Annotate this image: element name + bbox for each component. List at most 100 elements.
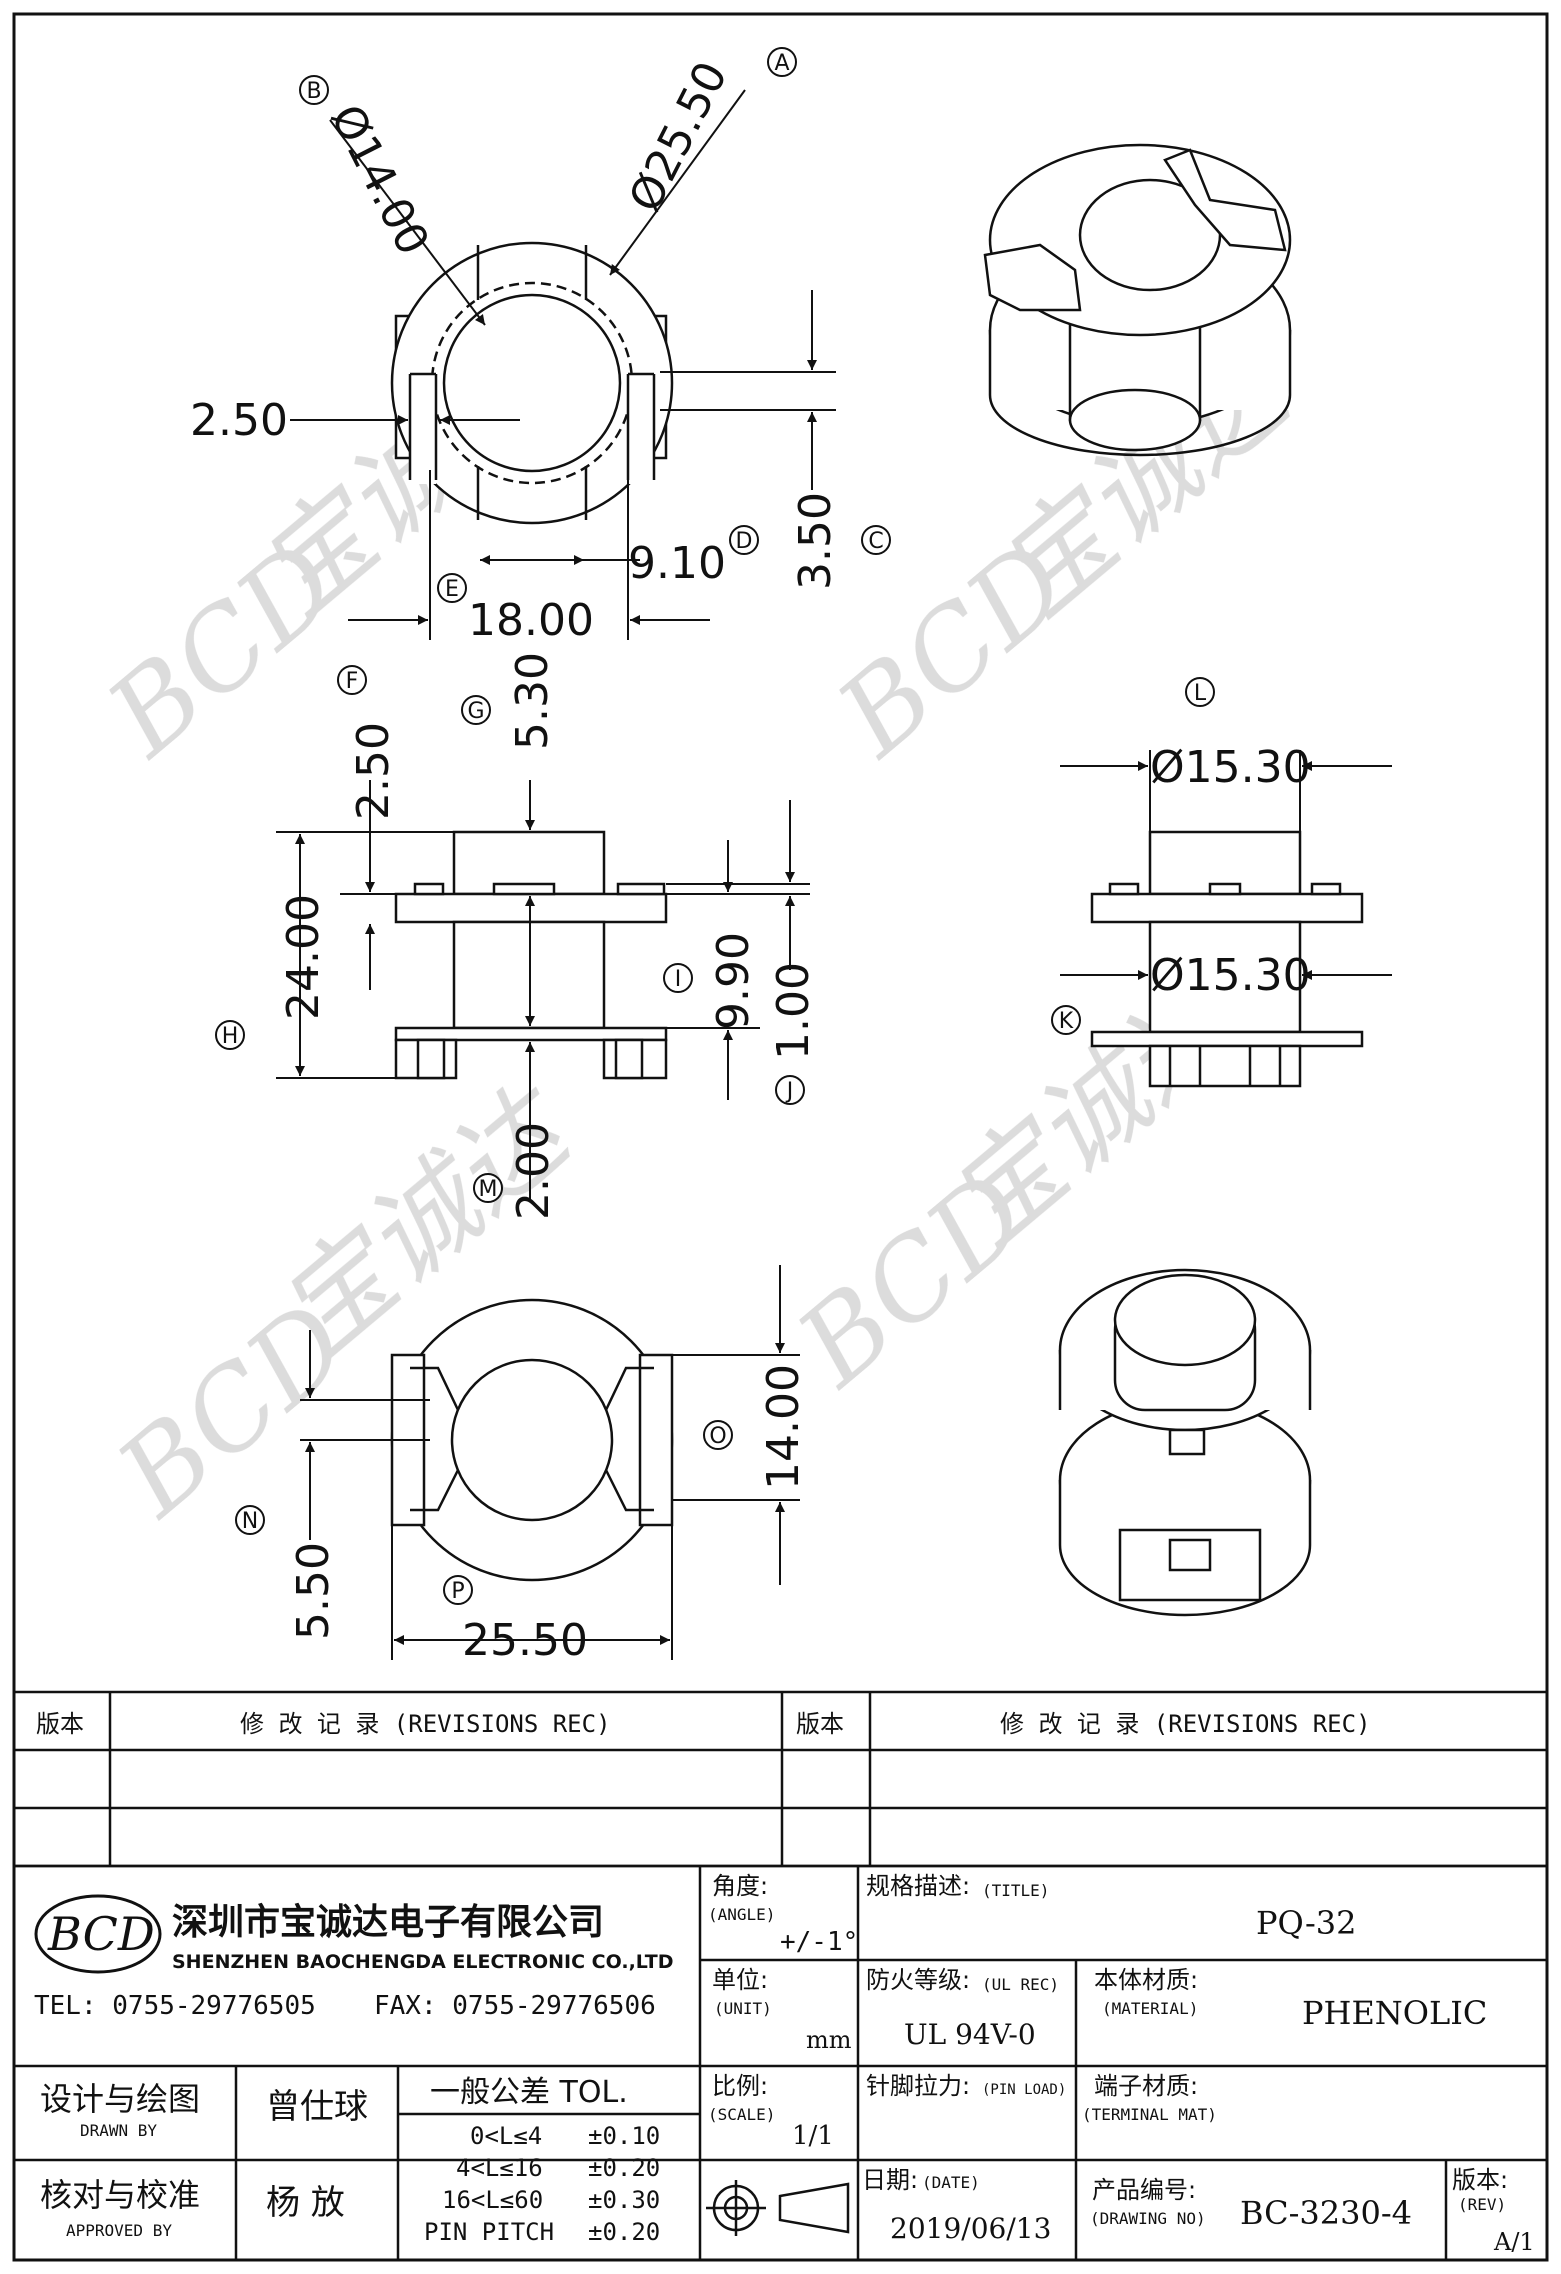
dim-c-text: 3.50 [790,492,841,590]
ref-f: F [346,669,359,694]
ref-k: K [1059,1009,1074,1034]
dim-n-text: 5.50 [288,1542,339,1640]
side-view-dimensions [1060,750,1392,980]
ref-c: C [868,529,883,554]
ref-g: G [467,699,484,724]
pinload-label-en: (PIN LOAD) [982,2082,1066,2098]
reference-markers [215,47,1215,1605]
dim-k-text: Ø15.30 [1150,950,1311,1001]
ref-p: P [451,1579,464,1604]
angle-label: 角度: [712,1872,768,1900]
dim-h-text: 24.00 [278,894,329,1020]
ref-h: H [222,1024,239,1049]
bottom-view [390,1298,674,1582]
side-view [1090,830,1364,1088]
title-label-en: (TITLE) [982,1881,1049,1900]
date-label: 日期: [862,2166,918,2194]
tol-range: 0<L≤4 [470,2122,542,2150]
dim-p-text: 25.50 [462,1615,588,1666]
unit-value: mm [806,2026,852,2054]
approved-name: 杨 放 [266,2183,345,2223]
tol-value: ±0.10 [588,2122,660,2150]
dim-o-text: 14.00 [758,1364,809,1490]
iso-view-bottom [1058,1268,1312,1617]
angle-value: +/-1° [780,1927,858,1957]
company-logo: BCD [34,1894,162,1974]
rev-label: 版本: [1452,2166,1508,2194]
dim-a-text: Ø25.50 [619,54,737,220]
ref-a: A [774,51,789,76]
ul-label: 防火等级: [866,1966,970,1994]
ref-n: N [242,1509,258,1534]
drawing-no-value: BC-3230-4 [1240,2194,1412,2232]
tol-value: ±0.20 [588,2154,660,2182]
company-name-en: SHENZHEN BAOCHENGDA ELECTRONIC CO.,LTD [172,1951,673,1973]
top-view-dimensions [290,89,836,640]
ref-m: M [479,1177,498,1202]
ref-d: D [736,529,753,554]
dim-e-text: 18.00 [468,595,594,646]
dim-j-text: 1.00 [768,962,819,1060]
rev-value: A/1 [1493,2228,1535,2256]
tol-value: ±0.20 [588,2218,660,2246]
title-block-grid [12,1864,1549,2262]
tolerance-title: 一般公差 TOL. [430,2075,628,2110]
title-value: PQ-32 [1256,1904,1356,1942]
ref-o: O [709,1424,726,1449]
tol-value: ±0.30 [588,2186,660,2214]
projection-symbol [706,2180,850,2236]
rev-record-header: 修 改 记 录 (REVISIONS REC) [1000,1710,1371,1738]
dim-left-text: 2.50 [190,395,288,446]
unit-label-en: (UNIT) [714,1999,772,2018]
company-fax: FAX: 0755-29776506 [374,1991,656,2021]
tol-range: 4<L≤16 [456,2154,543,2182]
rev-record-header: 修 改 记 录 (REVISIONS REC) [240,1710,611,1738]
scale-value: 1/1 [792,2121,834,2151]
top-view [390,241,674,525]
approved-label: 核对与校准 [40,2176,200,2214]
ul-value: UL 94V-0 [904,2018,1036,2051]
company-name-cn: 深圳市宝诚达电子有限公司 [172,1902,604,1943]
dim-g-text: 5.30 [507,652,558,750]
drawn-name: 曾仕球 [266,2087,368,2127]
company-logo-text: BCD [47,1907,155,1961]
drawing-no-label-en: (DRAWING NO) [1090,2209,1206,2228]
dim-m-text: 2.00 [508,1122,559,1220]
dim-f-text: 2.50 [348,722,399,820]
pinload-label: 针脚拉力: [866,2072,970,2100]
reference-letters: A B C D E F G H I J K L M N O P [222,51,1207,1604]
ref-j: J [785,1079,794,1104]
scale-label-en: (SCALE) [708,2105,775,2124]
angle-label-en: (ANGLE) [708,1905,775,1924]
material-value: PHENOLIC [1302,1994,1487,2032]
approved-label-en: APPROVED BY [66,2221,172,2240]
iso-view-top [983,143,1292,457]
rev-label-en: (REV) [1458,2195,1506,2214]
material-label: 本体材质: [1094,1966,1198,1994]
dim-l-text: Ø15.30 [1150,742,1311,793]
dim-b-text: Ø14.00 [320,97,438,263]
title-label: 规格描述: [866,1872,970,1900]
bottom-view-dimensions [300,1265,800,1660]
dim-i-text: 9.90 [708,932,759,1030]
rev-version-header: 版本 [36,1710,84,1738]
tolerance-rows: 0<L≤4 ±0.10 4<L≤16 ±0.20 16<L≤60 ±0.30 P… [424,2122,660,2246]
ref-i: I [675,967,682,992]
company-tel: TEL: 0755-29776505 [34,1991,316,2021]
ref-l: L [1194,681,1207,706]
date-label-en: (DATE) [922,2173,980,2192]
dim-d-text: 9.10 [628,538,726,589]
drawn-label: 设计与绘图 [40,2080,200,2118]
tol-range: 16<L≤60 [442,2186,543,2214]
terminal-label: 端子材质: [1094,2072,1198,2100]
terminal-label-en: (TERMINAL MAT) [1082,2105,1217,2124]
ul-label-en: (UL REC) [982,1975,1059,1994]
rev-version-header: 版本 [796,1710,844,1738]
drawing-no-label: 产品编号: [1092,2176,1196,2204]
unit-label: 单位: [712,1966,768,1994]
ref-e: E [445,577,459,602]
front-view-dimensions [276,780,810,1200]
scale-label: 比例: [712,2072,768,2100]
ref-b: B [306,79,321,104]
